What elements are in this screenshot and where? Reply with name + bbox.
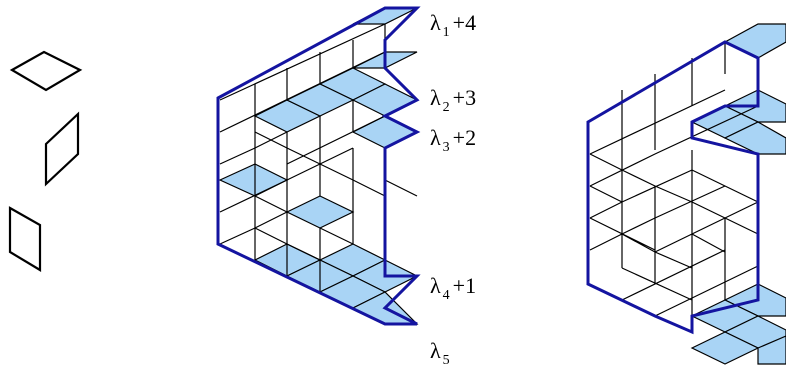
horizontal-rhombus-tile (9, 50, 83, 92)
right-boundary (586, 40, 760, 335)
tile-shapes-legend (8, 50, 83, 272)
grid-line (589, 153, 759, 301)
highlight-tile (218, 163, 289, 197)
middle-tiling (216, 6, 421, 326)
highlight-tile (723, 23, 786, 59)
highlight-tile (351, 115, 419, 149)
middle-boundary (216, 6, 421, 326)
right-grid-lines (589, 42, 759, 317)
highlight-tile (757, 335, 786, 365)
right-leaning-rhombus-tile (44, 111, 80, 187)
right-tiling (586, 23, 786, 365)
highlight-tile (285, 195, 355, 229)
grid-line (621, 42, 726, 316)
left-leaning-rhombus-tile (8, 206, 42, 272)
grid-line (254, 131, 418, 261)
